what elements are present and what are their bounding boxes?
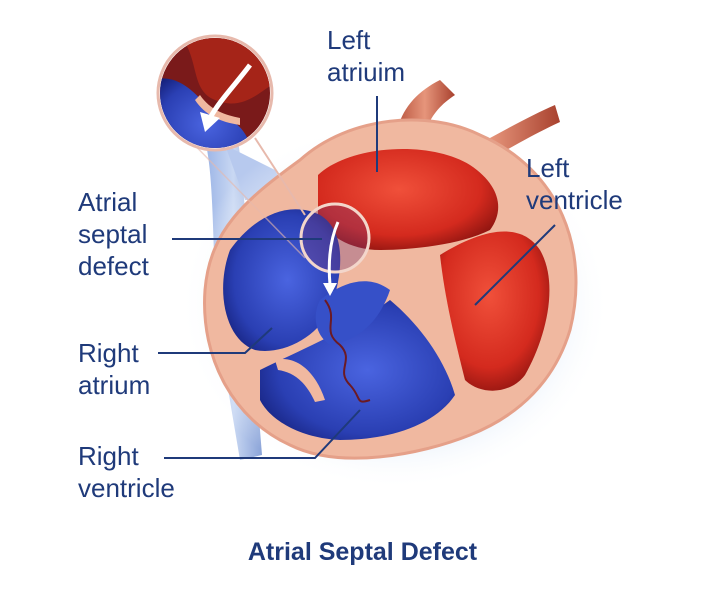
magnified-inset [156,34,274,152]
right-atrium-chamber [223,209,341,351]
tricuspid-valve [275,359,325,402]
right-heart-inner [315,281,390,345]
chordae-tendineae [324,299,371,403]
label-atrial-septal-defect: Atrial septal defect [78,187,149,281]
leader-right-ventricle [164,409,361,459]
label-right-ventricle: Right ventricle [78,441,175,503]
leader-right-atrium [158,327,273,354]
left-ventricle-chamber [440,231,550,391]
ventricular-septum [380,255,462,392]
label-left-atrium: Left atriuim [327,25,406,87]
zoom-connector-1 [254,137,306,216]
label-right-atrium: Right atrium [78,338,151,400]
right-ventricle-chamber [260,300,455,440]
left-atrium-chamber [318,148,499,250]
label-left-ventricle: Left ventricle [526,153,623,215]
diagram-title: Atrial Septal Defect [247,538,478,566]
leader-left-ventricle [474,224,556,306]
defect-flow-arrow [327,221,340,286]
defect-flow-arrowhead [323,283,337,296]
